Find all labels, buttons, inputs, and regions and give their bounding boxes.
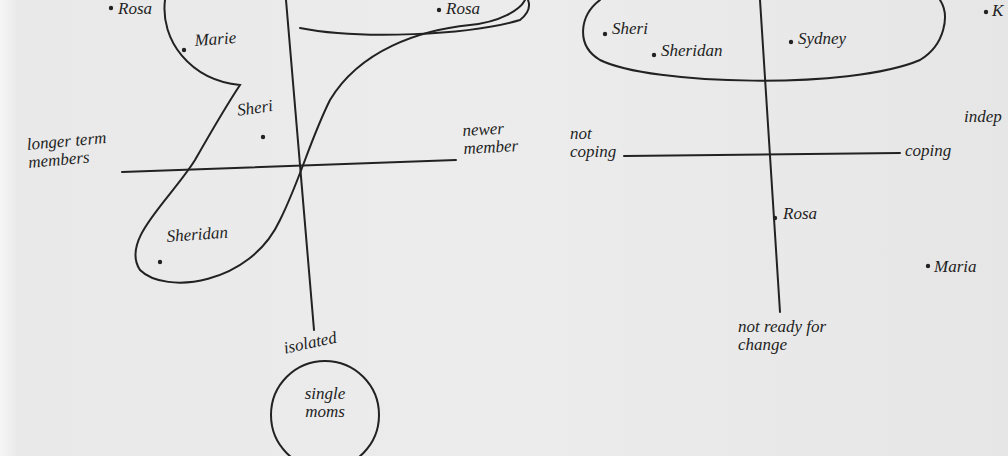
handwritten-label: isolated xyxy=(282,329,338,358)
circle-label: single moms xyxy=(295,385,355,421)
handwritten-label: Maria xyxy=(934,258,977,276)
point-dot xyxy=(437,8,441,12)
handwritten-label: Sheri xyxy=(612,20,648,38)
handwritten-label: indep xyxy=(964,108,1002,126)
point-dot xyxy=(261,135,265,139)
handwritten-label: Rosa xyxy=(783,205,817,223)
handwritten-label: coping xyxy=(905,142,951,160)
handwritten-label: newer member xyxy=(462,119,530,158)
handwritten-label: K xyxy=(992,2,1003,20)
handwritten-label: Rosa xyxy=(446,0,480,18)
horizontal-axis xyxy=(122,160,456,172)
point-dot xyxy=(984,10,988,14)
point-dot xyxy=(603,32,607,36)
point-dot xyxy=(158,260,162,264)
point-dot xyxy=(926,264,930,268)
handwritten-label: longer term members xyxy=(26,128,117,172)
handwritten-label: not coping xyxy=(570,125,620,161)
handwritten-label: Rosa xyxy=(118,0,152,18)
handwritten-label: Sheridan xyxy=(661,42,722,60)
horizontal-axis xyxy=(624,153,900,156)
handwritten-label: Sheridan xyxy=(166,224,228,246)
point-dot xyxy=(789,40,793,44)
group-outline xyxy=(300,0,529,35)
vertical-axis xyxy=(760,0,780,312)
handwritten-label: Sheri xyxy=(236,97,274,120)
point-dot xyxy=(773,216,777,220)
handwritten-label: Sydney xyxy=(798,30,846,48)
handwritten-label: Marie xyxy=(194,29,237,50)
handwritten-label: not ready for change xyxy=(738,318,838,354)
group-circle: single moms xyxy=(269,359,381,456)
group-outline xyxy=(583,0,945,81)
point-dot xyxy=(182,48,186,52)
point-dot xyxy=(652,53,656,57)
point-dot xyxy=(109,6,113,10)
